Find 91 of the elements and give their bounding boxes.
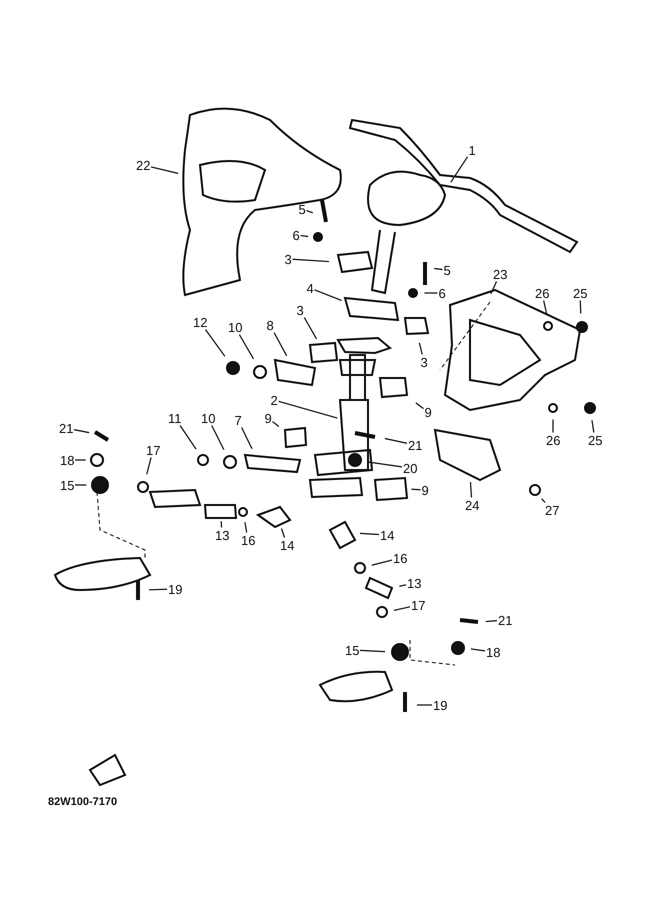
leader-line: [272, 421, 280, 427]
callout-number: 10: [201, 410, 216, 426]
leader-line: [274, 332, 288, 356]
leader-line: [244, 522, 248, 533]
callout-number: 3: [296, 302, 304, 318]
leader-line: [204, 329, 226, 357]
callout-number: 26: [535, 286, 550, 300]
callout-number: 11: [168, 410, 182, 426]
callout-number: 27: [545, 502, 560, 518]
leader-line: [314, 289, 342, 301]
callout-number: 17: [411, 598, 426, 612]
callout-number: 5: [444, 262, 451, 278]
callout-number: 14: [280, 538, 294, 552]
callout-number: 4: [306, 280, 314, 296]
callout-number: 8: [266, 318, 274, 332]
leader-line: [591, 420, 594, 433]
leader-line: [278, 400, 338, 419]
callout-number: 21: [408, 438, 422, 452]
leader-line: [470, 482, 472, 498]
callout-number: 1: [468, 142, 476, 158]
callout-number: 7: [234, 412, 242, 428]
callout-number: 10: [228, 320, 242, 334]
leader-line: [292, 258, 330, 262]
leader-line: [306, 210, 314, 214]
leader-line: [580, 300, 582, 314]
callout-number: 22: [136, 158, 150, 172]
callout-number: 17: [146, 442, 160, 458]
callout-number: 19: [168, 582, 182, 596]
leader-line: [399, 584, 406, 587]
callout-number: 16: [393, 550, 408, 566]
callout-number: 19: [433, 698, 448, 712]
leader-line: [241, 427, 252, 449]
leader-line: [552, 420, 554, 432]
leader-line: [238, 334, 254, 360]
leader-line: [384, 438, 408, 444]
callout-number: 24: [465, 498, 480, 512]
callout-number: 6: [438, 286, 446, 300]
leader-line: [220, 521, 222, 528]
leader-line: [415, 402, 424, 410]
callout-number: 23: [493, 266, 508, 282]
callout-number: 9: [424, 404, 432, 420]
leader-line: [148, 588, 168, 590]
leader-line: [372, 559, 392, 566]
leader-line: [424, 292, 438, 294]
leader-line: [490, 281, 498, 294]
callout-number: 12: [193, 314, 208, 330]
leader-line: [543, 300, 548, 314]
callout-number: 15: [60, 478, 74, 492]
callout-number: 14: [380, 528, 394, 542]
callout-number: 13: [215, 528, 230, 542]
callout-number: 3: [284, 252, 292, 266]
callout-number: 18: [486, 644, 500, 660]
callout-number: 25: [573, 286, 588, 300]
leader-line: [368, 461, 402, 468]
callout-number: 20: [403, 460, 418, 476]
leader-line: [211, 425, 224, 450]
callout-number: 21: [498, 612, 512, 628]
leader-line: [418, 342, 423, 355]
callout-number: 21: [59, 420, 74, 436]
callout-number: 26: [546, 432, 560, 448]
leader-line: [74, 429, 90, 434]
callout-number: 5: [298, 202, 306, 216]
callout-number: 9: [264, 410, 272, 426]
leader-line: [180, 425, 197, 450]
leader-line: [394, 606, 410, 612]
leader-line: [304, 317, 318, 340]
callout-number: 6: [292, 228, 300, 242]
callout-number: 2: [270, 392, 278, 408]
leader-line: [360, 650, 386, 652]
leader-line: [434, 268, 443, 270]
leader-line: [300, 234, 308, 238]
leader-line: [75, 484, 86, 486]
leader-line: [450, 156, 468, 182]
leader-line: [486, 620, 498, 622]
callout-number: 16: [241, 532, 256, 548]
callout-number: 9: [422, 482, 429, 498]
drawing-number: 82W100-7170: [48, 796, 118, 808]
leader-line: [417, 704, 432, 706]
leader-line: [150, 166, 178, 174]
leader-line: [360, 532, 380, 536]
leader-line: [280, 528, 286, 538]
callout-number: 13: [407, 576, 422, 590]
callout-number: 15: [345, 642, 360, 658]
leader-line: [541, 498, 546, 503]
callout-number: 25: [588, 432, 602, 448]
callout-number: 3: [420, 354, 428, 370]
leader-line: [75, 459, 86, 461]
leader-line: [470, 648, 486, 652]
leader-line: [411, 488, 421, 490]
callout-number: 18: [60, 452, 74, 468]
leader-line: [146, 457, 152, 474]
